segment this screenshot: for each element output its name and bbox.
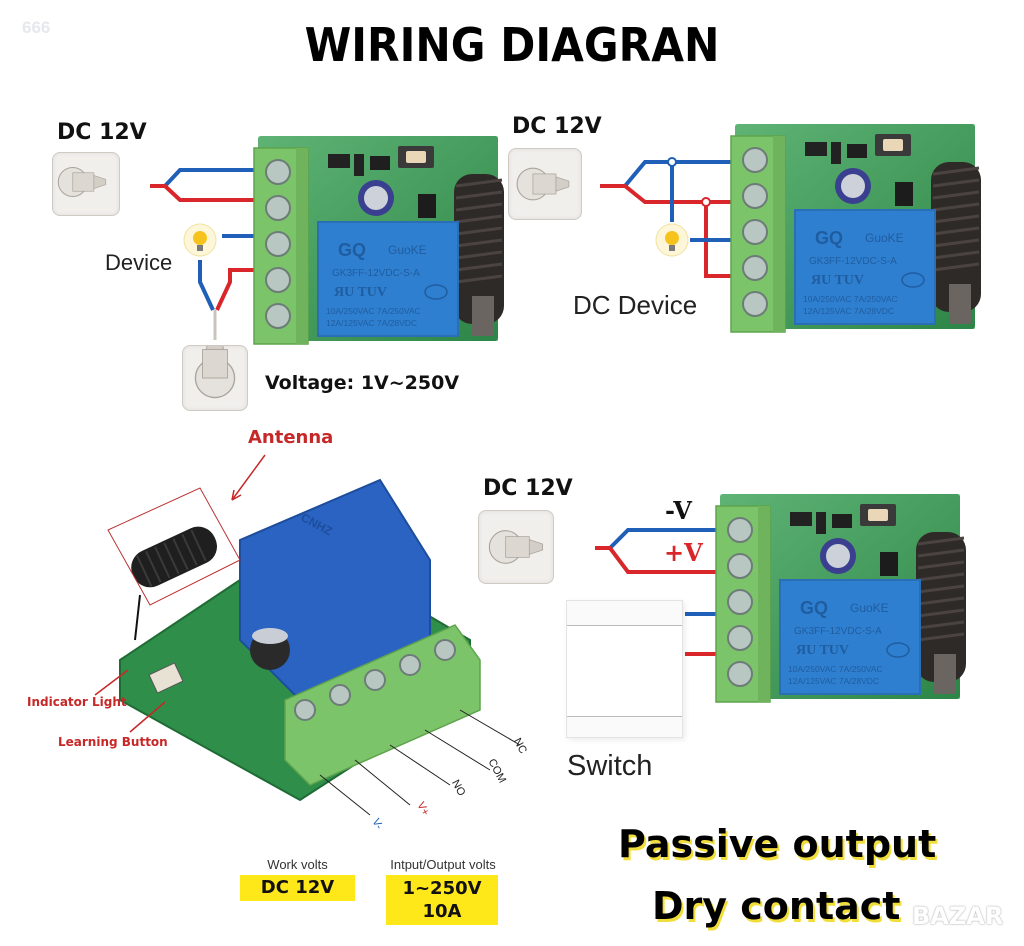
power-socket-top-right (508, 148, 582, 220)
device-label: Device (105, 250, 173, 275)
work-volts-label: Work volts (267, 857, 328, 872)
learning-button-label: Learning Button (58, 735, 168, 749)
power-socket-top-left (52, 152, 120, 216)
io-volts-value: 1~250V 10A (386, 875, 498, 925)
work-volts-value: DC 12V (240, 875, 355, 901)
plug-icon (57, 166, 107, 198)
voltage-label: Voltage: 1V~250V (265, 372, 460, 394)
output-socket (182, 345, 248, 411)
io-volts-current: 10A (422, 901, 462, 922)
bazar-watermark: BAZAR (912, 902, 1004, 930)
plus-v-label: +V (664, 538, 703, 567)
angled-module-photo: CNHZ (94, 454, 521, 816)
indicator-light-label: Indicator Light (27, 695, 127, 709)
power-label-top-right: DC 12V (512, 114, 602, 139)
antenna-label: Antenna (248, 427, 334, 448)
plug-icon (194, 346, 236, 399)
power-socket-bottom-right (478, 510, 554, 584)
plug-icon (516, 167, 570, 201)
corner-watermark: 666 (22, 18, 51, 37)
switch-label: Switch (567, 750, 653, 782)
panel-top-left-wires (150, 168, 260, 340)
wall-switch-icon (566, 600, 683, 738)
io-volts-range: 1~250V (402, 878, 482, 899)
page-title: WIRING DIAGRAN (304, 18, 720, 72)
minus-v-label: -V (665, 496, 692, 525)
dry-contact-text: Dry contact (652, 884, 901, 928)
passive-output-text: Passive output (618, 822, 937, 866)
dc-device-label: DC Device (573, 290, 698, 320)
panel-bottom-right-wires (595, 528, 720, 656)
power-label-bottom-right: DC 12V (483, 476, 573, 501)
plug-icon (488, 530, 544, 564)
power-label-top-left: DC 12V (57, 120, 147, 145)
panel-top-right-wires (600, 157, 735, 278)
io-volts-label: Intput/Output volts (390, 857, 496, 872)
